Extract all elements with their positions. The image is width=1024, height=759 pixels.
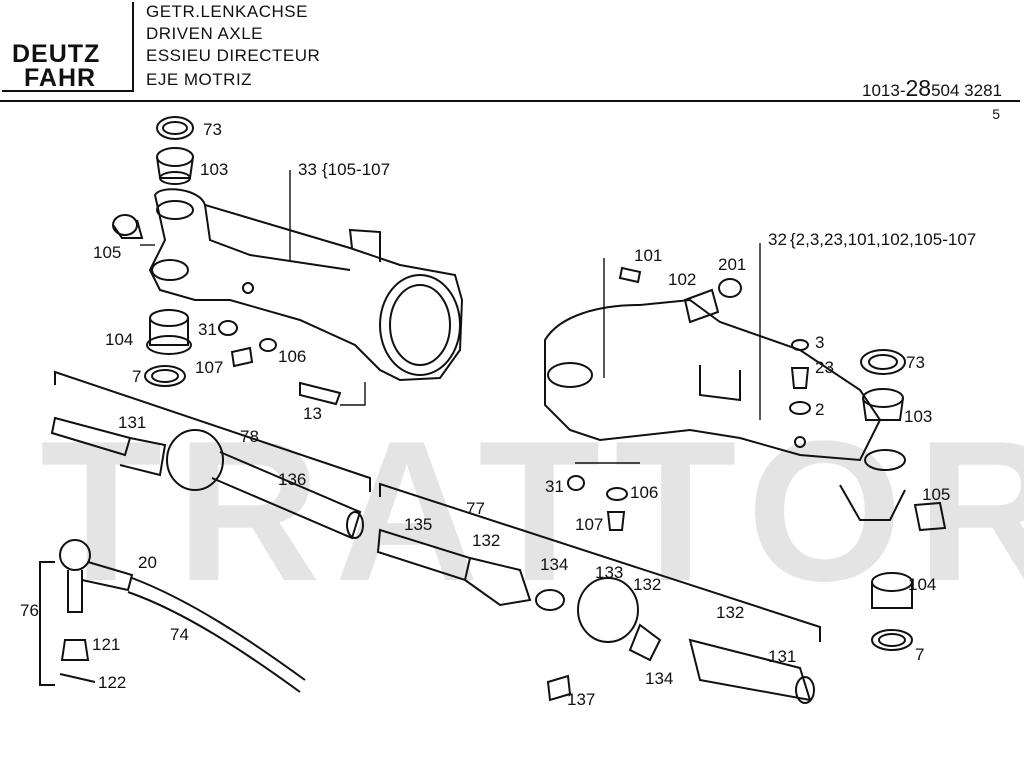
callout-7-right: 7 [915, 645, 924, 664]
callout-102: 102 [668, 270, 696, 289]
callout-131-left: 131 [118, 413, 146, 432]
callout-labels: 73 103 33 {105-107 105 104 7 31 107 106 … [20, 120, 976, 709]
callout-76: 76 [20, 601, 39, 620]
right-bearing-104 [871, 572, 913, 609]
right-small-parts [567, 475, 628, 531]
callout-133: 133 [595, 563, 623, 582]
exploded-parts-diagram: TRATTORE.IT [20, 116, 1024, 709]
header-rule [0, 100, 1020, 102]
title-fr: ESSIEU DIRECTEUR [146, 46, 321, 65]
callout-31-right: 31 [545, 477, 564, 496]
left-seal-7 [144, 365, 186, 387]
callout-107-right: 107 [575, 515, 603, 534]
title-es: EJE MOTRIZ [146, 70, 253, 89]
right-seal-7 [871, 629, 913, 651]
left-drive-shaft [50, 416, 364, 540]
callout-131-right: 131 [768, 647, 796, 666]
left-small-parts [218, 320, 342, 406]
right-parts-101-201 [618, 266, 742, 324]
left-bearing-104 [146, 309, 192, 355]
callout-73-left: 73 [203, 120, 222, 139]
callout-106-left: 106 [278, 347, 306, 366]
callout-106-right: 106 [630, 483, 658, 502]
callout-3: 3 [815, 333, 824, 352]
page-number: 5 [992, 106, 1000, 122]
tie-rod [59, 539, 306, 693]
callout-33-set: {105-107 [322, 160, 390, 179]
callout-132-a: 132 [472, 531, 500, 550]
right-bearing-103 [862, 388, 904, 421]
callout-2: 2 [815, 400, 824, 419]
callout-105-left: 105 [93, 243, 121, 262]
brand-line-1: DEUTZ [12, 40, 101, 68]
left-seal-73 [156, 116, 194, 140]
callout-137: 137 [567, 690, 595, 709]
callout-77: 77 [466, 499, 485, 518]
callout-13: 13 [303, 404, 322, 423]
doc-number-suffix: 504 3281 [931, 81, 1002, 100]
doc-number-main: 28 [905, 75, 932, 101]
callout-23: 23 [815, 358, 834, 377]
bracket-77 [379, 482, 821, 642]
callout-104-right: 104 [908, 575, 936, 594]
title-en: DRIVEN AXLE [146, 24, 263, 43]
right-parts-3-23-2 [789, 339, 811, 415]
left-bushing-105 [112, 214, 144, 239]
callout-78: 78 [240, 427, 259, 446]
callout-136: 136 [278, 470, 306, 489]
brand-logo: DEUTZ FAHR [2, 2, 134, 92]
bracket-78 [54, 370, 371, 492]
callout-20: 20 [138, 553, 157, 572]
callout-101: 101 [634, 246, 662, 265]
leader-lines [140, 170, 761, 464]
callout-32: 32 [768, 230, 787, 249]
title-de: GETR.LENKACHSE [146, 2, 308, 21]
callout-103-left: 103 [200, 160, 228, 179]
watermark: TRATTORE.IT [40, 400, 1024, 623]
callout-104-left: 104 [105, 330, 133, 349]
callout-103-right: 103 [904, 407, 932, 426]
callout-32-set: {2,3,23,101,102,105-107 [790, 230, 976, 249]
callout-132-b: 132 [633, 575, 661, 594]
callout-122: 122 [98, 673, 126, 692]
callout-132-c: 132 [716, 603, 744, 622]
callout-201: 201 [718, 255, 746, 274]
callout-31-left: 31 [198, 320, 217, 339]
callout-134-b: 134 [645, 669, 673, 688]
callout-33: 33 [298, 160, 317, 179]
callout-73-right: 73 [906, 353, 925, 372]
left-axle-housing [148, 188, 464, 382]
right-seal-73 [860, 349, 906, 375]
header: DEUTZ FAHR GETR.LENKACHSE DRIVEN AXLE ES… [0, 0, 1024, 122]
right-bushing-105 [913, 501, 947, 532]
callout-105-right: 105 [922, 485, 950, 504]
callout-121: 121 [92, 635, 120, 654]
callout-134-a: 134 [540, 555, 568, 574]
callout-135: 135 [404, 515, 432, 534]
right-axle-housing [544, 298, 906, 521]
right-drive-shaft [376, 528, 815, 704]
left-bearing-103 [156, 147, 194, 185]
callout-107-left: 107 [195, 358, 223, 377]
document-number: 1013-28504 3281 [862, 75, 1002, 102]
doc-number-prefix: 1013- [862, 81, 906, 100]
callout-7-left: 7 [132, 367, 141, 386]
bracket-76 [39, 561, 55, 686]
brand-line-2: FAHR [24, 64, 97, 92]
callout-74: 74 [170, 625, 189, 644]
